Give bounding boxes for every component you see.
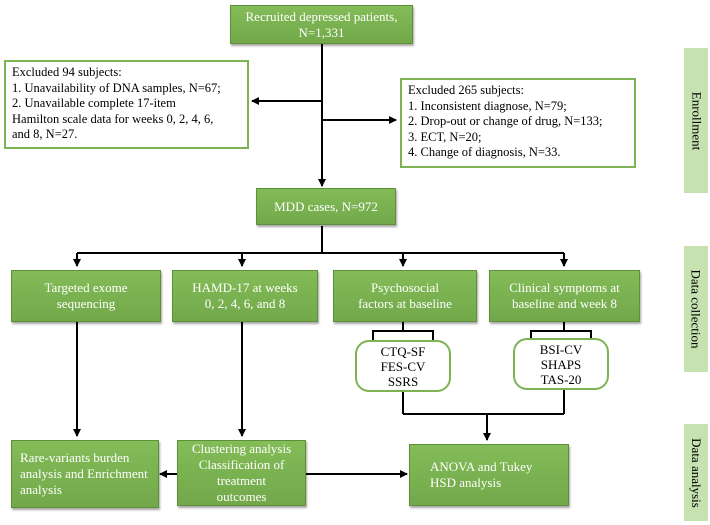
- excluded-left-line: Hamilton scale data for weeks 0, 2, 4, 6…: [12, 111, 214, 126]
- rare-variants-text: Rare-variants burden analysis and Enrich…: [20, 450, 148, 497]
- scale-label: FES-CV: [380, 358, 426, 374]
- psychosocial-scales-pill: CTQ-SF FES-CV SSRS: [355, 340, 451, 392]
- clustering-text: Clustering analysis Classification of tr…: [191, 441, 292, 504]
- side-label-data-collection-text: Data collection: [689, 269, 704, 349]
- scale-label: SHAPS: [540, 356, 582, 372]
- excluded-right-line: 2. Drop-out or change of drug, N=133;: [408, 114, 603, 128]
- exome-sequencing-text: Targeted exome sequencing: [44, 280, 128, 311]
- side-label-data-collection: Data collection: [684, 246, 708, 372]
- exome-sequencing-box: Targeted exome sequencing: [11, 270, 161, 322]
- side-label-data-analysis-text: Data analysis: [689, 437, 705, 508]
- recruited-patients-text: Recruited depressed patients, N=1,331: [245, 8, 398, 40]
- excluded-left-line: and 8, N=27.: [12, 127, 78, 141]
- clinical-symptoms-box: Clinical symptoms at baseline and week 8: [489, 270, 640, 322]
- clustering-box: Clustering analysis Classification of tr…: [177, 440, 306, 506]
- excluded-left-title: Excluded 94 subjects:: [12, 65, 122, 79]
- excluded-right-box: Excluded 265 subjects: 1. Inconsistent d…: [400, 78, 636, 168]
- excluded-right-line: 1. Inconsistent diagnose, N=79;: [408, 98, 567, 113]
- scale-label: SSRS: [387, 373, 419, 389]
- excluded-right-line: 3. ECT, N=20;: [408, 129, 482, 144]
- excluded-left-line: 2. Unavailable complete 17-item: [12, 96, 176, 110]
- scale-label: BSI-CV: [539, 341, 583, 357]
- excluded-left-line: 1. Unavailability of DNA samples, N=67;: [12, 80, 221, 95]
- mdd-cases-text: MDD cases, N=972: [274, 198, 378, 214]
- clinical-scales-pill: BSI-CV SHAPS TAS-20: [513, 338, 609, 390]
- recruited-patients-box: Recruited depressed patients, N=1,331: [230, 5, 413, 44]
- side-label-enrollment: Enrollment: [684, 48, 708, 193]
- rare-variants-box: Rare-variants burden analysis and Enrich…: [11, 440, 159, 508]
- anova-box: ANOVA and Tukey HSD analysis: [409, 444, 569, 506]
- excluded-left-box: Excluded 94 subjects: 1. Unavailability …: [4, 60, 249, 149]
- hamd-box: HAMD-17 at weeks 0, 2, 4, 6, and 8: [172, 270, 318, 322]
- scale-label: TAS-20: [540, 371, 582, 387]
- hamd-text: HAMD-17 at weeks 0, 2, 4, 6, and 8: [192, 280, 298, 311]
- scale-label: CTQ-SF: [380, 343, 426, 359]
- mdd-cases-box: MDD cases, N=972: [256, 188, 396, 225]
- psychosocial-box: Psychosocial factors at baseline: [333, 270, 477, 322]
- clinical-symptoms-text: Clinical symptoms at baseline and week 8: [509, 280, 620, 311]
- side-label-enrollment-text: Enrollment: [689, 91, 704, 150]
- bracket-clinical: [530, 330, 592, 343]
- psychosocial-text: Psychosocial factors at baseline: [358, 280, 452, 311]
- anova-text: ANOVA and Tukey HSD analysis: [430, 459, 533, 490]
- excluded-right-title: Excluded 265 subjects:: [408, 83, 524, 97]
- excluded-right-line: 4. Change of diagnosis, N=33.: [408, 145, 561, 159]
- side-label-data-analysis: Data analysis: [684, 424, 708, 521]
